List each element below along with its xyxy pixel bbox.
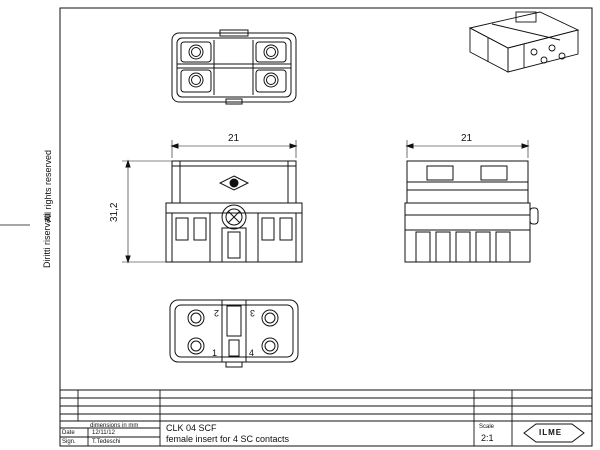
side-view [404, 140, 539, 263]
part-description: female insert for 4 SC contacts [166, 434, 290, 444]
contact-number-4: 4 [249, 348, 255, 358]
part-code: CLK 04 SCF [166, 423, 217, 433]
rights-reserved-en: All rights reserved [43, 149, 53, 222]
date-value: 12/11/12 [92, 430, 115, 436]
contact-number-2: 2 [214, 308, 220, 318]
company-logo: ILME [539, 428, 563, 437]
bottom-view [169, 299, 299, 368]
units-note: dimensions in mm [90, 423, 139, 429]
scale-label: Scale [479, 424, 495, 430]
date-label: Date [62, 430, 75, 436]
scale-value: 2:1 [481, 433, 494, 443]
dimension-front-width: 21 [228, 133, 240, 144]
sheet-frame [59, 7, 593, 447]
dimension-side-width: 21 [461, 133, 473, 144]
dimension-height: 31,2 [109, 202, 120, 222]
title-block [60, 389, 592, 446]
top-view [171, 29, 297, 105]
contact-number-3: 3 [250, 308, 256, 318]
isometric-view [468, 11, 580, 73]
sign-value: T.Tedeschi [92, 439, 121, 445]
contact-number-1: 1 [212, 348, 218, 358]
front-view [122, 140, 303, 264]
sign-label: Sign. [62, 439, 76, 445]
